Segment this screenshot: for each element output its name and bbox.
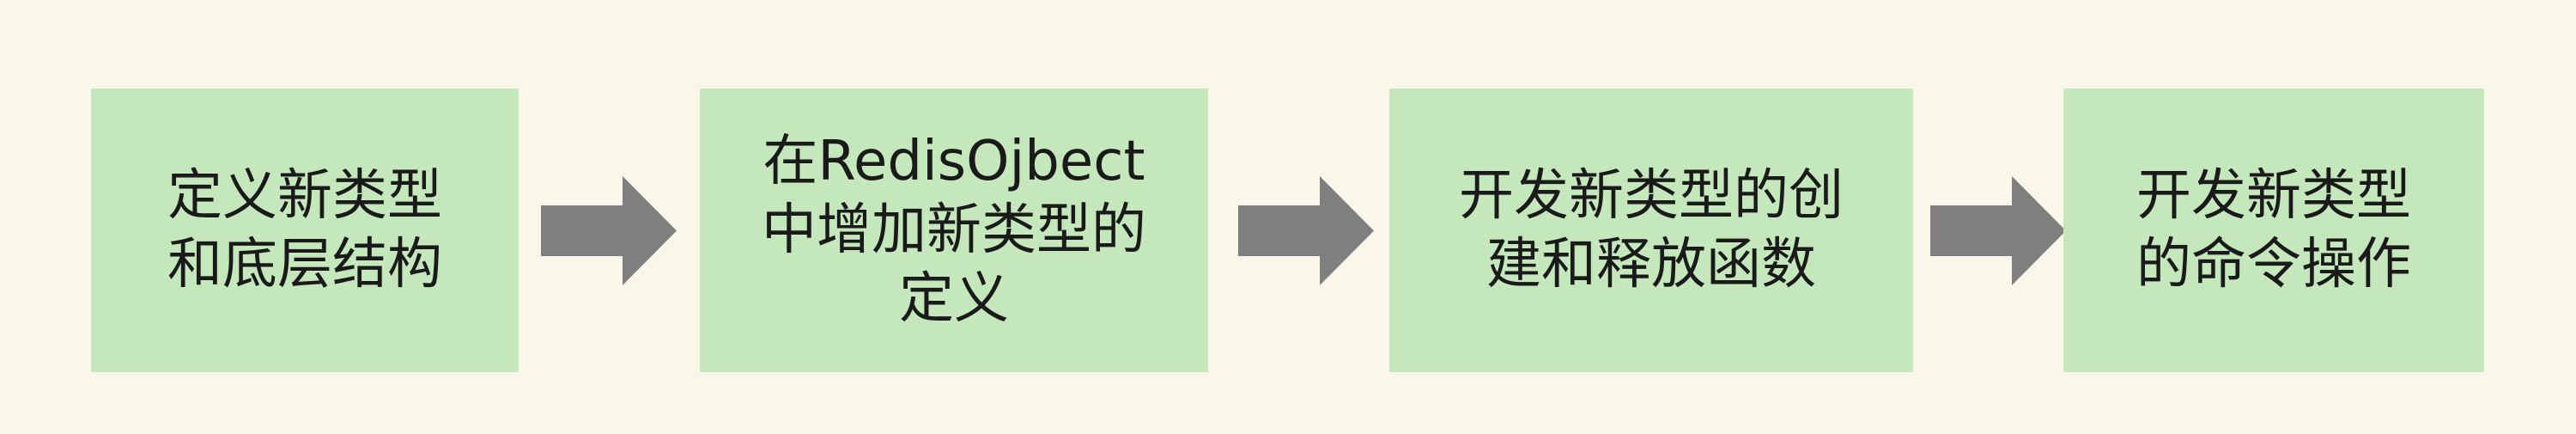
flow-step-label: 开发新类型 的命令操作 <box>2136 164 2411 296</box>
flow-step-label: 开发新类型的创 建和释放函数 <box>1459 164 1844 296</box>
flow-step-define-type: 定义新类型 和底层结构 <box>91 89 519 372</box>
right-arrow-icon <box>1238 176 1374 285</box>
right-arrow-icon <box>541 176 677 285</box>
flow-step-label: 在RedisOjbect 中增加新类型的 定义 <box>762 130 1146 331</box>
flow-step-command-operations: 开发新类型 的命令操作 <box>2063 89 2484 372</box>
flow-step-redisobject-definition: 在RedisOjbect 中增加新类型的 定义 <box>700 89 1208 372</box>
flow-step-label: 定义新类型 和底层结构 <box>167 164 442 296</box>
flow-step-create-free-functions: 开发新类型的创 建和释放函数 <box>1389 89 1913 372</box>
right-arrow-icon <box>1930 176 2066 285</box>
